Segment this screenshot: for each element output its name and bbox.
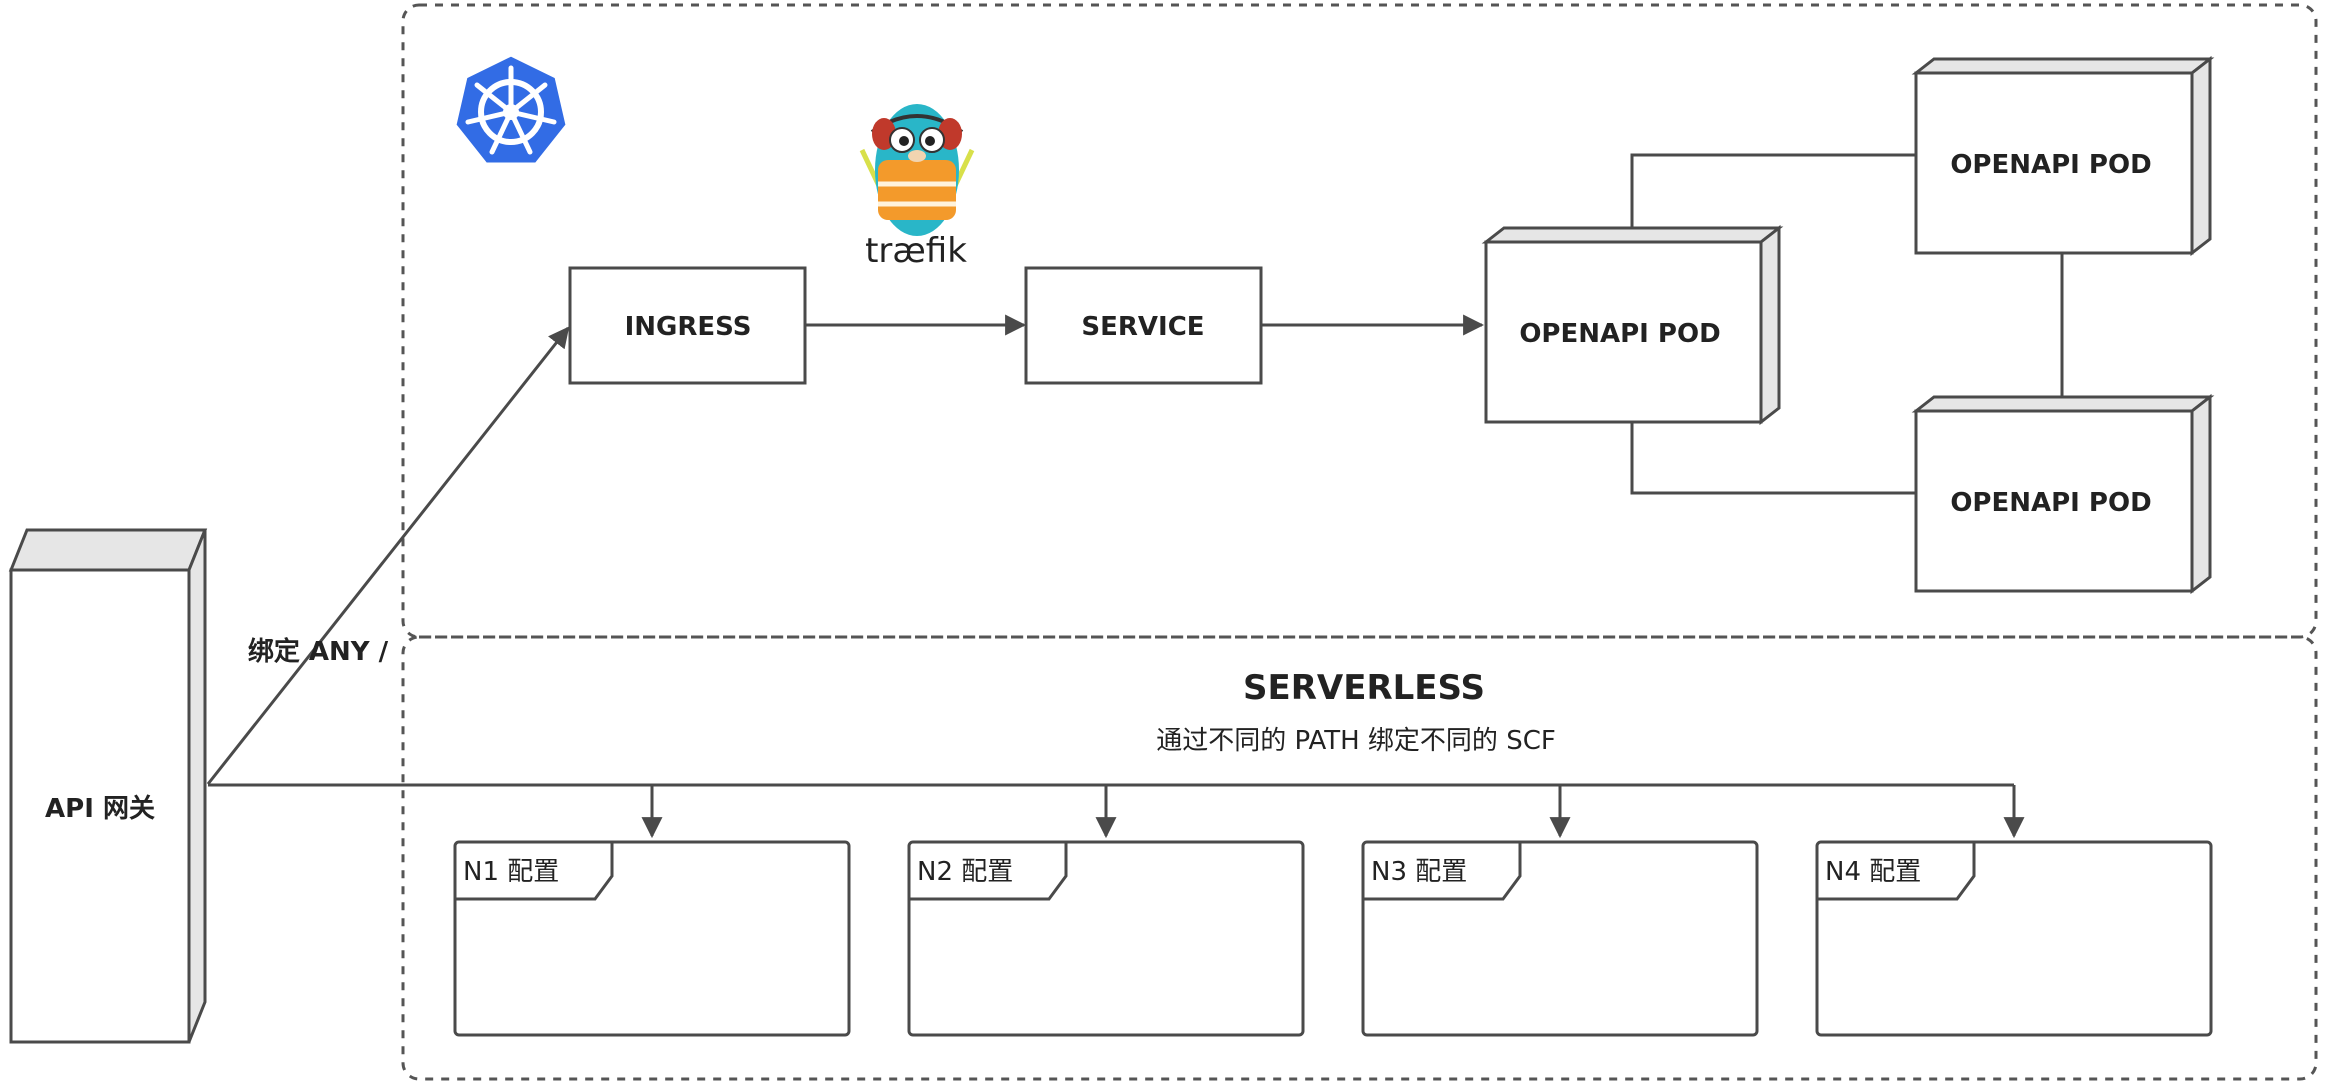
service-label: SERVICE (1081, 312, 1204, 342)
traefik-wordmark: træfik (865, 231, 967, 271)
pod-label: OPENAPI POD (1950, 150, 2151, 180)
config-label-n3: N3 配置 (1371, 857, 1467, 887)
serverless-subtitle: 通过不同的 PATH 绑定不同的 SCF (1156, 726, 1556, 756)
config-frame-n2[interactable]: N2 配置 (907, 840, 1305, 1037)
config-frame-n4[interactable]: N4 配置 (1815, 840, 2213, 1037)
service-box[interactable]: SERVICE (1024, 266, 1263, 385)
traefik-gopher-icon (859, 104, 975, 236)
pod-label: OPENAPI POD (1519, 319, 1720, 349)
config-label-n1: N1 配置 (463, 857, 559, 887)
config-frame-n3[interactable]: N3 配置 (1361, 840, 1759, 1037)
openapi-pod-bottom[interactable]: OPENAPI POD (1911, 393, 2215, 595)
pod-label: OPENAPI POD (1950, 488, 2151, 518)
api-gateway-label: API 网关 (45, 794, 155, 824)
config-label-n2: N2 配置 (917, 857, 1013, 887)
config-frame-n1[interactable]: N1 配置 (453, 840, 851, 1037)
kubernetes-cluster-region (401, 3, 2318, 639)
serverless-title: SERVERLESS (1243, 668, 1485, 708)
ingress-box[interactable]: INGRESS (568, 266, 807, 385)
connector-pod-to-pod-top (1630, 153, 1916, 228)
serverless-region (401, 635, 2318, 1081)
api-gateway-box[interactable]: API 网关 (8, 528, 208, 1044)
ingress-label: INGRESS (625, 312, 752, 342)
connector-gateway-to-ingress (206, 326, 570, 785)
openapi-pod-top[interactable]: OPENAPI POD (1911, 55, 2215, 257)
config-label-n4: N4 配置 (1825, 857, 1921, 887)
connector-pod-to-pod-bottom (1630, 422, 1916, 495)
kubernetes-logo-icon (453, 53, 569, 166)
openapi-pod-main[interactable]: OPENAPI POD (1481, 224, 1784, 426)
bind-any-label: 绑定 ANY / (248, 636, 389, 667)
